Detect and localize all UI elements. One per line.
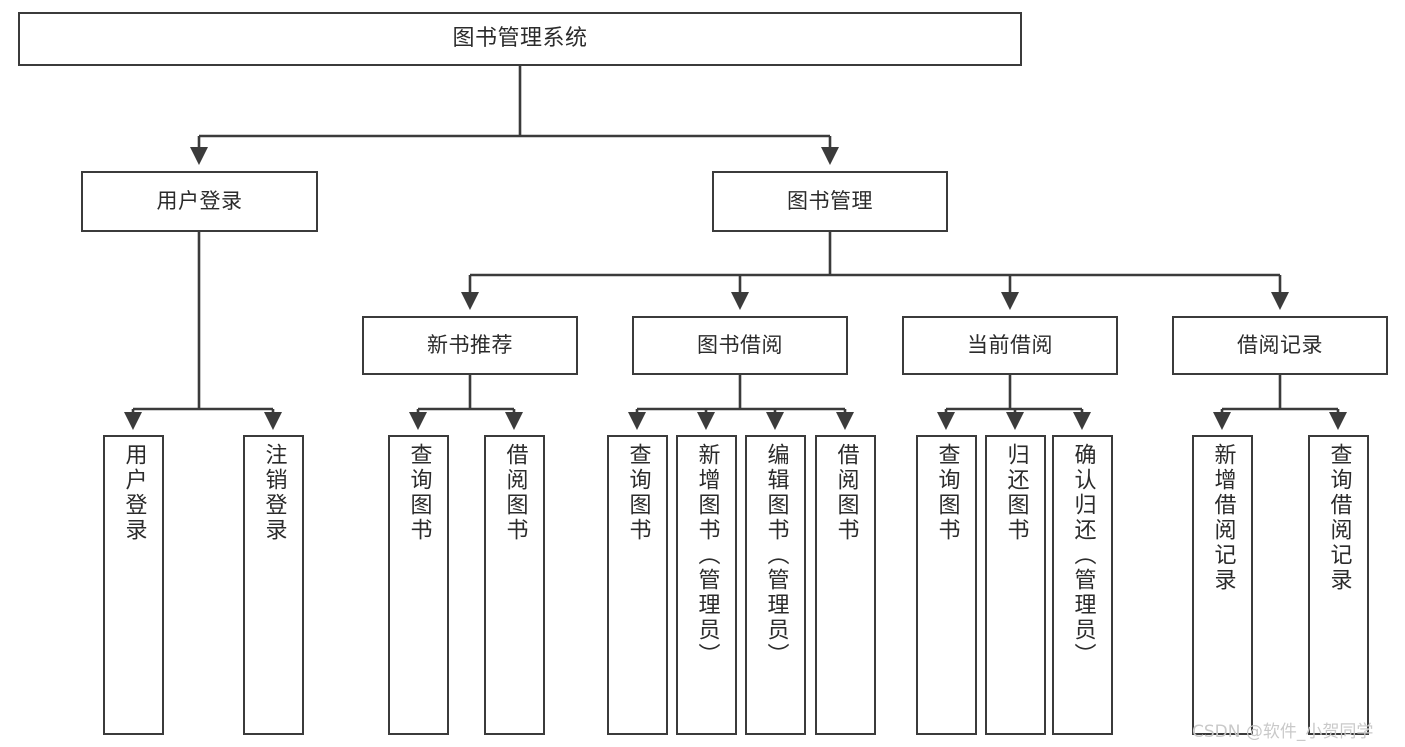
node-root-system[interactable]: 图书管理系统: [18, 12, 1022, 66]
leaf-current-confirm-return-admin[interactable]: 确认归还（管理员）: [1052, 435, 1113, 735]
leaf-logout[interactable]: 注销登录: [243, 435, 304, 735]
node-label: 图书管理: [787, 189, 873, 214]
node-label: 新增图书（管理员）: [694, 443, 720, 668]
leaf-borrow-borrow-book[interactable]: 借阅图书: [815, 435, 876, 735]
leaf-current-query-book[interactable]: 查询图书: [916, 435, 977, 735]
node-label: 查询借阅记录: [1326, 443, 1352, 593]
node-label: 借阅图书: [833, 443, 859, 543]
leaf-user-login[interactable]: 用户登录: [103, 435, 164, 735]
node-label: 查询图书: [934, 443, 960, 543]
node-label: 新增借阅记录: [1210, 443, 1236, 593]
node-label: 用户登录: [121, 443, 147, 543]
node-book-management[interactable]: 图书管理: [712, 171, 948, 232]
node-label: 图书管理系统: [452, 26, 588, 52]
node-new-book-recommend[interactable]: 新书推荐: [362, 316, 578, 375]
leaf-borrow-add-book-admin[interactable]: 新增图书（管理员）: [676, 435, 737, 735]
node-label: 编辑图书（管理员）: [763, 443, 789, 668]
leaf-record-query-borrow-record[interactable]: 查询借阅记录: [1308, 435, 1369, 735]
node-user-login[interactable]: 用户登录: [81, 171, 318, 232]
csdn-watermark: CSDN @软件_小贺同学: [1192, 722, 1374, 742]
node-label: 归还图书: [1003, 443, 1029, 543]
node-label: 注销登录: [261, 443, 287, 543]
node-label: 借阅记录: [1237, 333, 1323, 358]
leaf-record-add-borrow-record[interactable]: 新增借阅记录: [1192, 435, 1253, 735]
leaf-recommend-borrow-book[interactable]: 借阅图书: [484, 435, 545, 735]
node-label: 查询图书: [625, 443, 651, 543]
leaf-borrow-query-book[interactable]: 查询图书: [607, 435, 668, 735]
node-label: 用户登录: [156, 189, 243, 214]
node-book-borrow[interactable]: 图书借阅: [632, 316, 848, 375]
node-label: 新书推荐: [427, 333, 513, 358]
node-label: 查询图书: [406, 443, 432, 543]
node-label: 图书借阅: [697, 333, 783, 358]
leaf-current-return-book[interactable]: 归还图书: [985, 435, 1046, 735]
leaf-borrow-edit-book-admin[interactable]: 编辑图书（管理员）: [745, 435, 806, 735]
leaf-recommend-query-book[interactable]: 查询图书: [388, 435, 449, 735]
node-label: 当前借阅: [967, 333, 1053, 358]
node-label: 借阅图书: [502, 443, 528, 543]
node-current-borrow[interactable]: 当前借阅: [902, 316, 1118, 375]
node-borrow-record[interactable]: 借阅记录: [1172, 316, 1388, 375]
node-label: 确认归还（管理员）: [1070, 443, 1096, 668]
